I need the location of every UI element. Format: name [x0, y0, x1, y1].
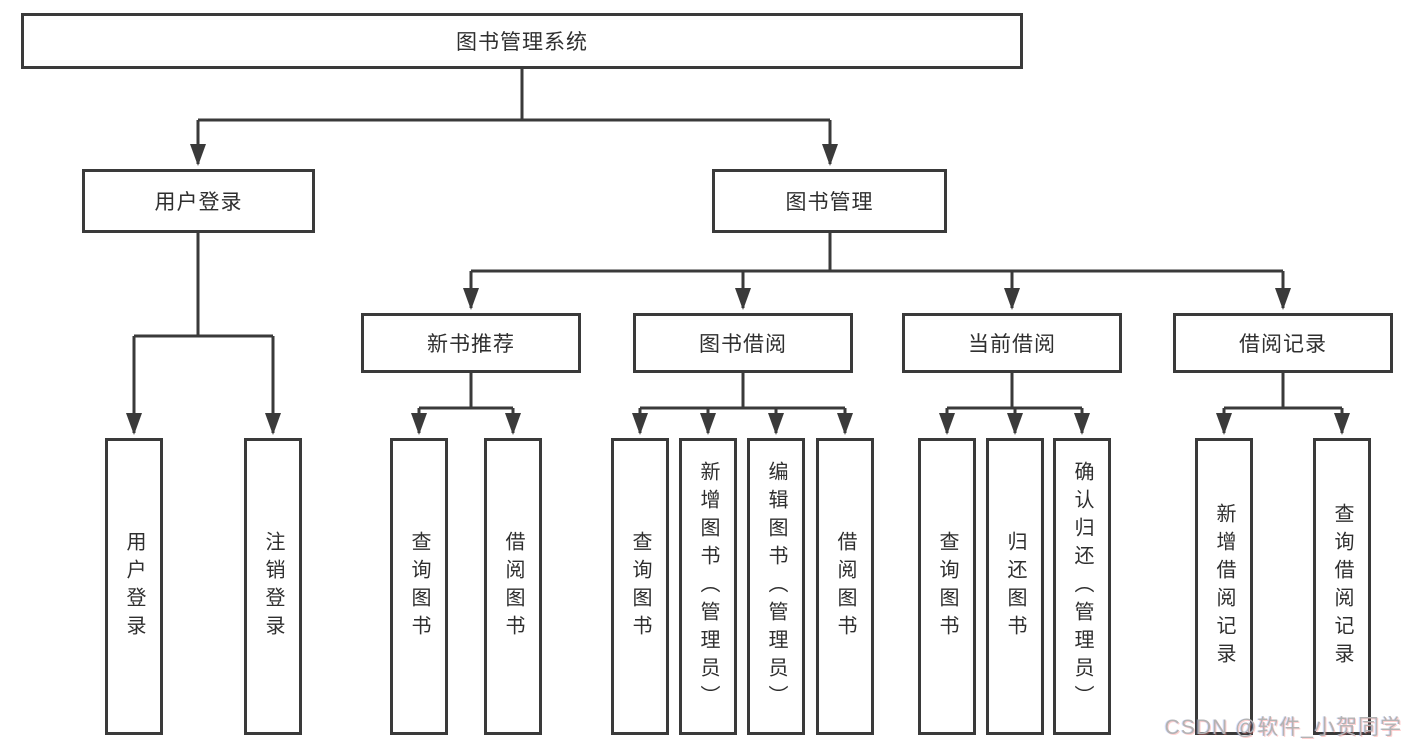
node-label: 当前借阅: [968, 333, 1056, 356]
node-label: 归还图书: [1004, 530, 1026, 643]
leaf-borrow-book-2: 借阅图书: [816, 438, 874, 735]
leaf-add-book-admin: 新增图书（管理员）: [679, 438, 737, 735]
node-book-borrow: 图书借阅: [633, 313, 853, 373]
node-label: 查询图书: [936, 530, 958, 643]
node-label: 用户登录: [154, 191, 243, 214]
node-current-borrow: 当前借阅: [902, 313, 1122, 373]
node-user-login: 用户登录: [82, 169, 315, 233]
node-label: 图书管理: [785, 191, 874, 214]
node-library-management-system: 图书管理系统: [21, 13, 1023, 69]
leaf-return-book: 归还图书: [986, 438, 1044, 735]
leaf-add-borrow-record: 新增借阅记录: [1195, 438, 1253, 735]
leaf-logout: 注销登录: [244, 438, 302, 735]
node-label: 查询借阅记录: [1331, 502, 1353, 671]
leaf-query-book-1: 查询图书: [390, 438, 448, 735]
node-label: 编辑图书（管理员）: [765, 460, 787, 713]
node-label: 查询图书: [408, 530, 430, 643]
node-label: 新书推荐: [427, 333, 515, 356]
node-label: 确认归还（管理员）: [1071, 460, 1093, 713]
leaf-user-login: 用户登录: [105, 438, 163, 735]
node-label: 图书管理系统: [456, 31, 588, 54]
leaf-query-book-3: 查询图书: [918, 438, 976, 735]
node-borrow-records: 借阅记录: [1173, 313, 1393, 373]
node-label: 借阅记录: [1239, 333, 1327, 356]
node-label: 注销登录: [262, 530, 284, 643]
node-label: 新增借阅记录: [1213, 502, 1235, 671]
leaf-query-borrow-record: 查询借阅记录: [1313, 438, 1371, 735]
node-label: 新增图书（管理员）: [697, 460, 719, 713]
node-label: 查询图书: [629, 530, 651, 643]
leaf-edit-book-admin: 编辑图书（管理员）: [747, 438, 805, 735]
csdn-watermark: CSDN @软件_小贺同学: [1164, 716, 1402, 739]
node-label: 用户登录: [123, 530, 145, 643]
node-label: 图书借阅: [699, 333, 787, 356]
node-book-management: 图书管理: [712, 169, 947, 233]
leaf-query-book-2: 查询图书: [611, 438, 669, 735]
leaf-borrow-book-1: 借阅图书: [484, 438, 542, 735]
node-label: 借阅图书: [502, 530, 524, 643]
node-label: 借阅图书: [834, 530, 856, 643]
leaf-confirm-return-admin: 确认归还（管理员）: [1053, 438, 1111, 735]
node-new-book-recommend: 新书推荐: [361, 313, 581, 373]
